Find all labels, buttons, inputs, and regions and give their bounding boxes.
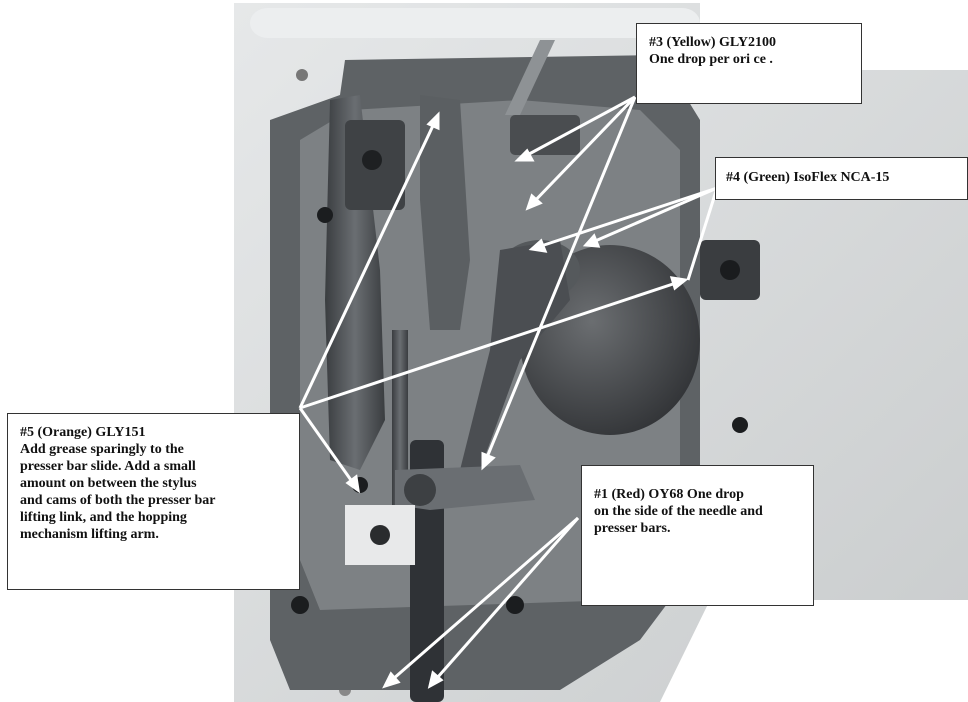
callout-red-title: #1 (Red) OY68 One drop <box>594 487 744 502</box>
callout-orange-text-3: amount on between the stylus <box>20 476 197 491</box>
callout-orange-title: #5 (Orange) GLY151 <box>20 425 146 440</box>
upper-lever <box>505 40 580 155</box>
hopping-lever <box>345 465 535 565</box>
callout-red-text-2: presser bars. <box>594 521 671 536</box>
callout-orange-text-6: mechanism lifting arm. <box>20 527 159 542</box>
callout-green-isoflex: #4 (Green) IsoFlex NCA-15 <box>715 157 968 200</box>
callout-yellow-text: One drop per ori ce . <box>649 52 773 67</box>
callout-arrows <box>298 95 719 689</box>
callout-orange-text-1: Add grease sparingly to the <box>20 442 184 457</box>
callout-red-text-1: on the side of the needle and <box>594 504 763 519</box>
callout-red-oy68: #1 (Red) OY68 One drop on the side of th… <box>581 465 814 606</box>
callout-orange-text-2: presser bar slide. Add a small <box>20 459 196 474</box>
presser-bar-link <box>325 95 470 470</box>
cam-assembly <box>460 240 760 470</box>
callout-yellow-gly2100: #3 (Yellow) GLY2100 One drop per ori ce … <box>636 23 862 104</box>
callout-orange-gly151: #5 (Orange) GLY151 Add grease sparingly … <box>7 413 300 590</box>
callout-orange-text-5: lifting link, and the hopping <box>20 510 187 525</box>
callout-orange-text-4: and cams of both the presser bar <box>20 493 216 508</box>
callout-green-title: #4 (Green) IsoFlex NCA-15 <box>726 170 890 185</box>
callout-yellow-title: #3 (Yellow) GLY2100 <box>649 35 777 50</box>
